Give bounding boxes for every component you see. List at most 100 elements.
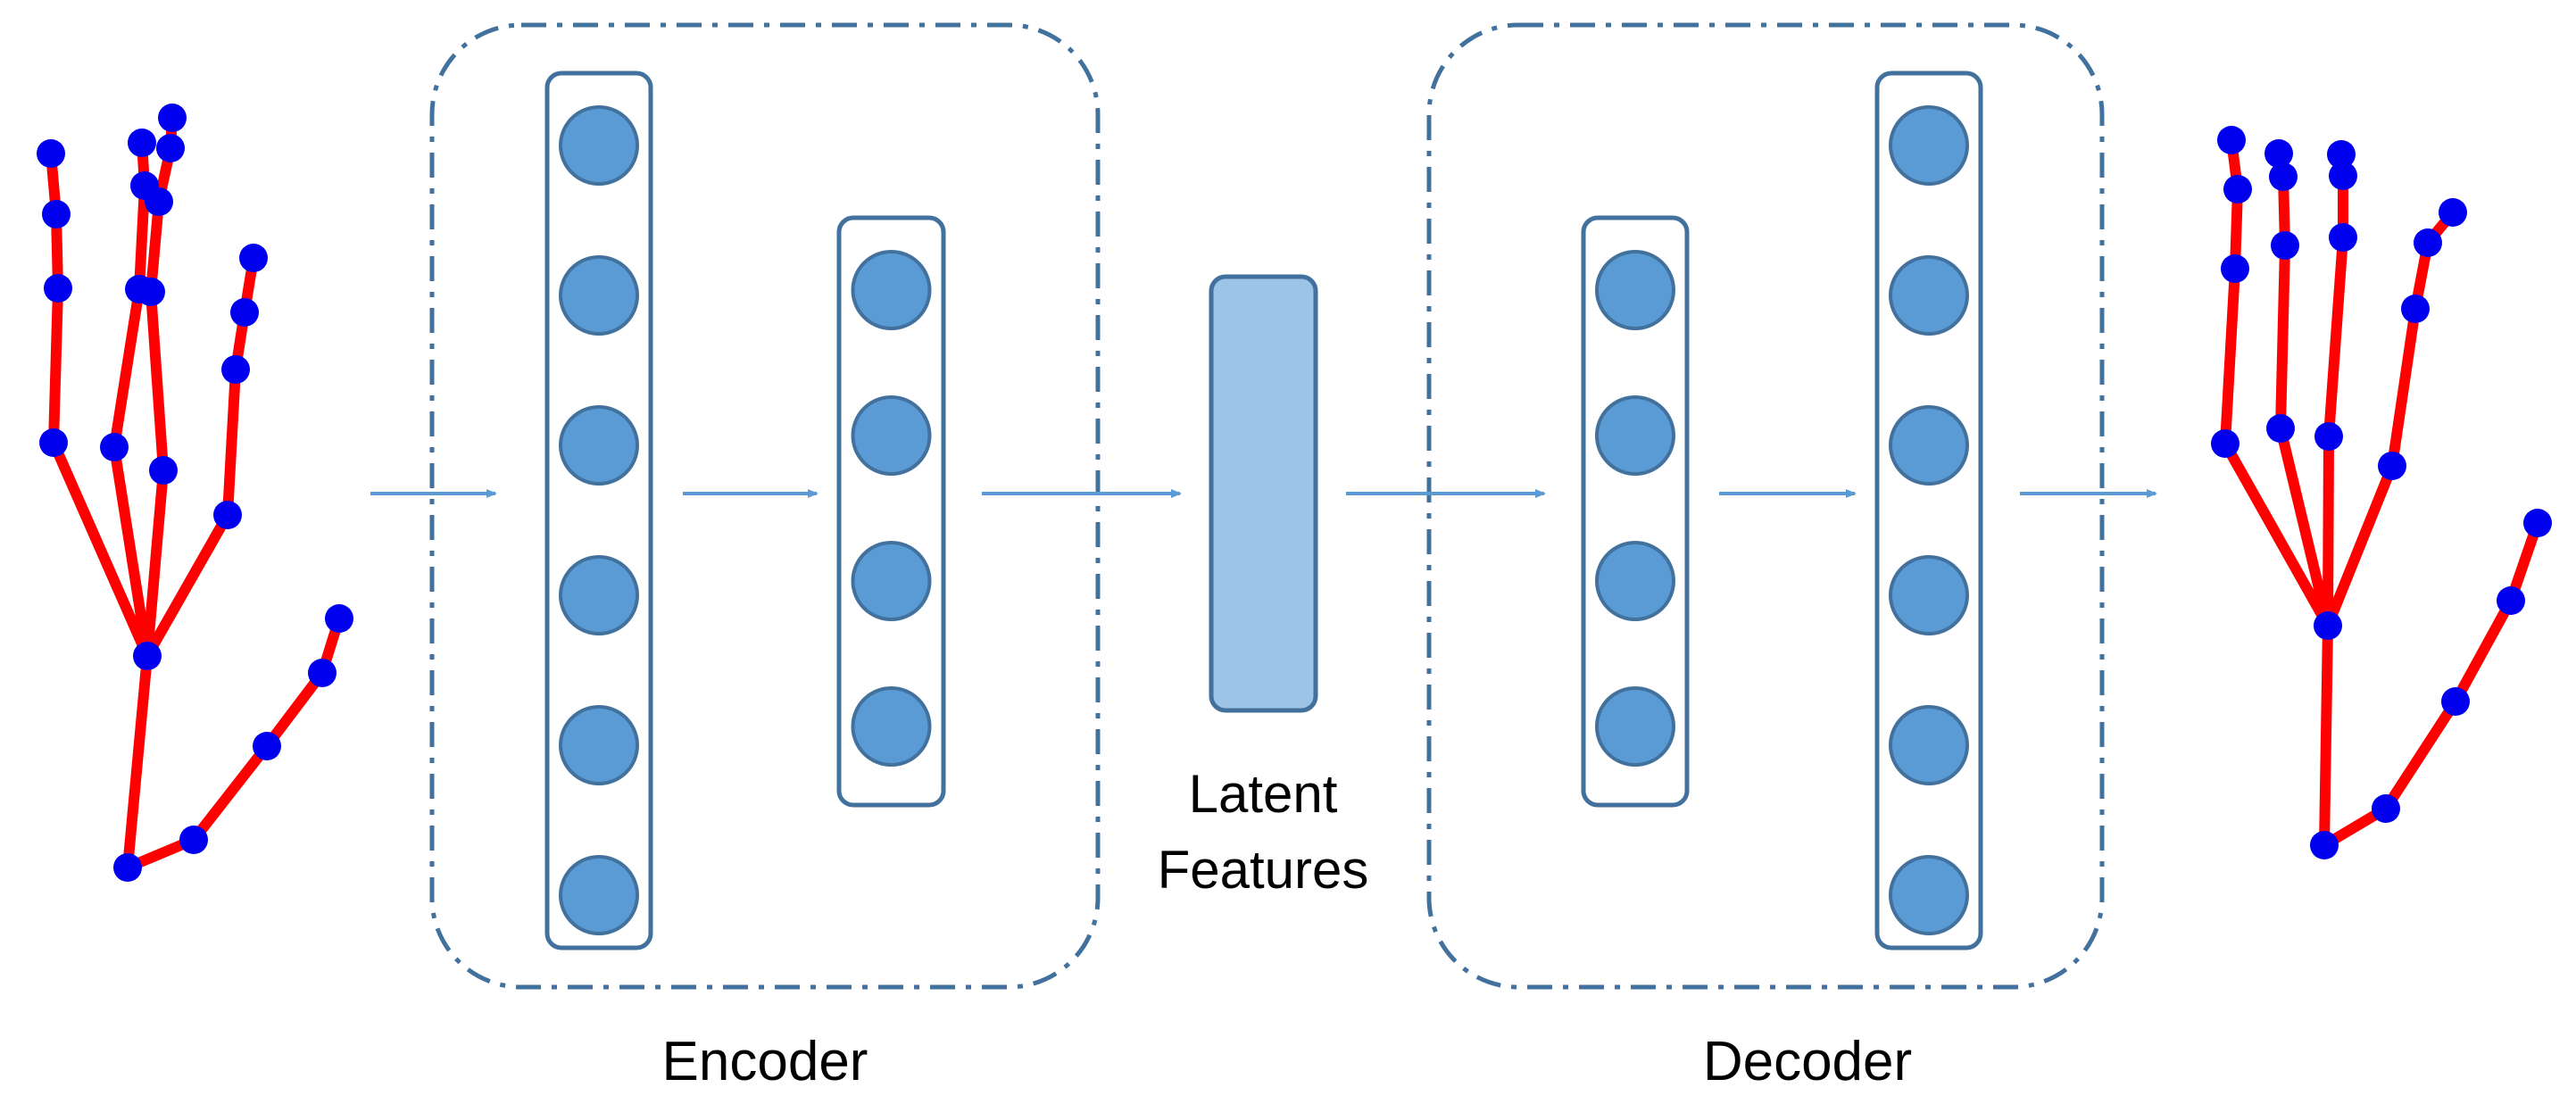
input-hand-skeleton-icon [37,104,353,882]
neuron-node [559,855,639,935]
decoder-layer-1 [1581,215,1690,808]
hand-joint [133,642,162,670]
hand-bone [142,465,169,661]
neuron-node [851,541,932,621]
hand-bone [2220,263,2240,449]
neuron-node [559,255,639,336]
hand-joint [113,853,142,882]
hand-joint [221,355,250,384]
hand-joint [128,129,156,157]
hand-bone [222,364,241,520]
hand-bone [2323,431,2334,631]
decoder-layer-2 [1874,71,1983,950]
hand-bone [2220,438,2333,631]
neuron-node [1889,105,1969,186]
hand-joint [239,244,268,272]
hand-bone [2323,232,2348,442]
hand-bone [145,196,164,297]
decoder-layer-1-frame [1581,215,1690,808]
hand-joint [2497,586,2525,615]
network-layers [544,71,1983,950]
hand-joint [2441,687,2470,716]
output-hand-skeleton-icon [2211,126,2552,859]
hand-bone [142,510,233,661]
hand-joint [100,433,129,461]
neuron-node [559,405,639,486]
neuron-node [559,555,639,635]
hand-joint [2211,429,2239,458]
hand-joint [2264,139,2293,168]
neuron-node [1889,855,1969,935]
neuron-node [851,395,932,476]
hand-joint [230,298,259,327]
encoder-label: Encoder [662,1031,868,1092]
hand-joint [2310,831,2339,859]
neuron-node [1889,255,1969,336]
hand-joint [325,604,353,633]
latent-label-line1: Latent [1189,764,1338,824]
hand-joint [149,456,178,485]
hand-bone [48,283,63,448]
hand-joint [158,104,187,132]
hand-bone [262,668,328,751]
hand-bone [134,180,150,295]
hand-joint [2372,794,2400,823]
neuron-node [1595,250,1675,330]
decoder-layer-2-frame [1874,71,1983,950]
hand-joint [2271,231,2299,260]
encoder-layer-2-frame [836,215,946,808]
hand-joint [2221,254,2249,283]
hand-bone [2319,620,2333,851]
neuron-node [1889,405,1969,486]
hand-joint [308,659,337,687]
encoder-layer-1-frame [544,71,653,950]
hand-joint [2378,452,2406,480]
neuron-node [1595,541,1675,621]
hand-joint [37,139,65,168]
hand-joint [137,278,165,306]
hand-bone [145,286,169,476]
hand-joint [44,274,72,303]
encoder-layer-2 [836,215,946,808]
hand-joint [2327,140,2356,169]
neuron-node [1889,705,1969,785]
hand-joint [145,187,173,216]
latent-label-line2: Features [1158,840,1369,900]
hand-joint [2329,162,2357,190]
hand-bone [122,651,153,873]
hand-bone [109,284,145,452]
hand-bone [2323,461,2397,631]
hand-joint [213,501,242,529]
neuron-node [851,686,932,767]
hand-bone [2387,303,2421,471]
hand-bone [2275,423,2333,631]
decoder-box [1426,22,2105,990]
neuron-node [559,105,639,186]
hand-bone [188,741,272,845]
neuron-node [1595,686,1675,767]
hand-joint [2401,295,2430,323]
latent-features-bar [1209,274,1318,713]
neuron-node [1595,395,1675,476]
hand-joint [179,826,208,854]
hand-joint [2266,414,2295,443]
hand-bone [2381,696,2461,814]
hand-joint [2217,126,2246,154]
hand-joint [2523,509,2552,537]
hand-joint [42,200,71,228]
hand-joint [2329,223,2357,252]
hand-joint [2439,198,2467,227]
hand-joint [2314,422,2343,451]
neuron-node [851,250,932,330]
encoder-layer-1 [544,71,653,950]
hand-joint [2223,175,2252,203]
encoder-box [429,22,1101,990]
hand-joint [39,428,68,457]
hand-bone [109,442,153,661]
hand-joint [253,732,281,760]
hand-bone [48,437,153,661]
hand-bone [2450,595,2516,707]
neuron-node [1889,555,1969,635]
hand-joint [2314,611,2342,640]
